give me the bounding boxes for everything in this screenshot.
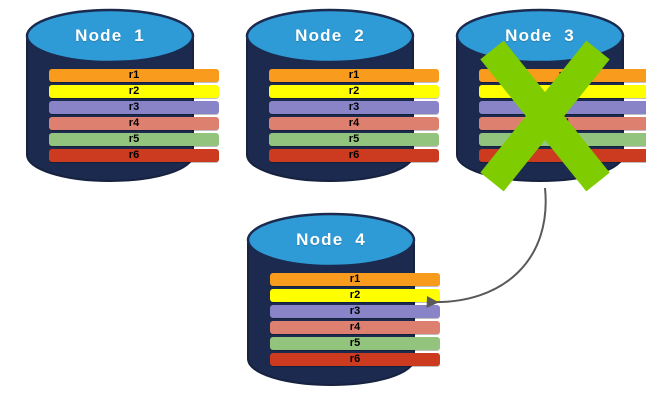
row-bar-r2[interactable]: r2 (49, 85, 219, 98)
row-bar-r4[interactable]: r4 (269, 117, 439, 130)
row-bar-r5[interactable]: r5 (479, 133, 646, 146)
row-bar-r6[interactable]: r6 (270, 353, 440, 366)
row-bar-r6[interactable]: r6 (479, 149, 646, 162)
row-bar-r3[interactable]: r3 (269, 101, 439, 114)
row-bar-r1[interactable]: r1 (49, 69, 219, 82)
row-bar-r4[interactable]: r4 (270, 321, 440, 334)
row-bar-r3[interactable]: r3 (479, 101, 646, 114)
row-bar-r1[interactable]: r1 (269, 69, 439, 82)
row-bar-r6[interactable]: r6 (49, 149, 219, 162)
cylinder-top-ellipse (25, 8, 195, 64)
row-bar-r5[interactable]: r5 (270, 337, 440, 350)
row-bar-r5[interactable]: r5 (269, 133, 439, 146)
row-bar-r4[interactable]: r4 (49, 117, 219, 130)
row-bar-r2[interactable]: r2 (269, 85, 439, 98)
cylinder-top-ellipse (246, 212, 416, 268)
row-bar-r6[interactable]: r6 (269, 149, 439, 162)
cylinder-top-ellipse (455, 8, 625, 64)
row-bar-r3[interactable]: r3 (270, 305, 440, 318)
row-list: r1 r2 r3 r4 r5 r6 (245, 69, 463, 162)
row-list: r1 r2 r3 r4 r5 r6 (455, 69, 646, 162)
row-bar-r1[interactable]: r1 (270, 273, 440, 286)
row-bar-r1[interactable]: r1 (479, 69, 646, 82)
row-list: r1 r2 r3 r4 r5 r6 (25, 69, 243, 162)
row-bar-r3[interactable]: r3 (49, 101, 219, 114)
cylinder-top-ellipse (245, 8, 415, 64)
row-bar-r5[interactable]: r5 (49, 133, 219, 146)
row-bar-r2[interactable]: r2 (270, 289, 440, 302)
row-bar-r2[interactable]: r2 (479, 85, 646, 98)
row-bar-r4[interactable]: r4 (479, 117, 646, 130)
row-list: r1 r2 r3 r4 r5 r6 (246, 273, 464, 366)
